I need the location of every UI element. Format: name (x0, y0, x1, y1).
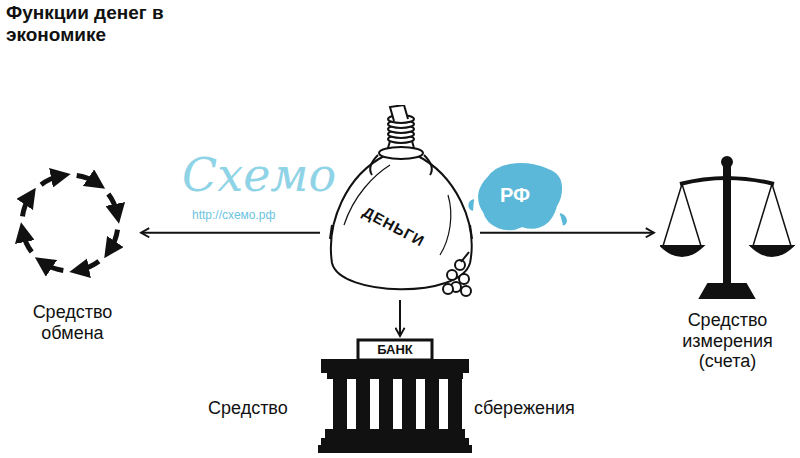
scales-icon (661, 157, 793, 298)
watermark: Схемо (182, 148, 336, 202)
bank-node: БАНК (318, 338, 472, 453)
node-icon (320, 105, 480, 300)
node-text: Средство измерения (счета) (660, 310, 795, 372)
cycle-arrow (110, 230, 118, 250)
watermark-url: http://схемо.рф (192, 208, 275, 222)
watermark: РФ (500, 184, 530, 207)
function-label: сбережения (474, 398, 575, 419)
node-icon (660, 150, 795, 302)
watermark-blot (469, 164, 565, 229)
cycle-arrow (108, 194, 117, 214)
node-text: БАНК (318, 342, 472, 357)
cycle-arrow (23, 232, 32, 252)
arrow-connector (141, 232, 320, 234)
arrow-connector (399, 300, 401, 336)
title: Функции денег в экономике (6, 2, 181, 46)
node-text: Средство обмена (5, 302, 140, 343)
scales-node: Средство измерения (счета) (660, 150, 795, 372)
cycle-arrow (43, 263, 63, 271)
cycle-arrow (77, 175, 97, 183)
cycle-node: Средство обмена (5, 158, 140, 343)
money-bag (330, 105, 472, 296)
node-icon (5, 158, 135, 290)
bank-building (318, 340, 472, 452)
cycle-arrow (41, 176, 61, 185)
arrow-connector (480, 232, 654, 234)
cycle-arrow (22, 196, 30, 216)
function-label: Средство (208, 398, 288, 419)
cycle-arrow (79, 261, 99, 270)
money-bag-node: ДЕНЬГИ (320, 105, 480, 300)
